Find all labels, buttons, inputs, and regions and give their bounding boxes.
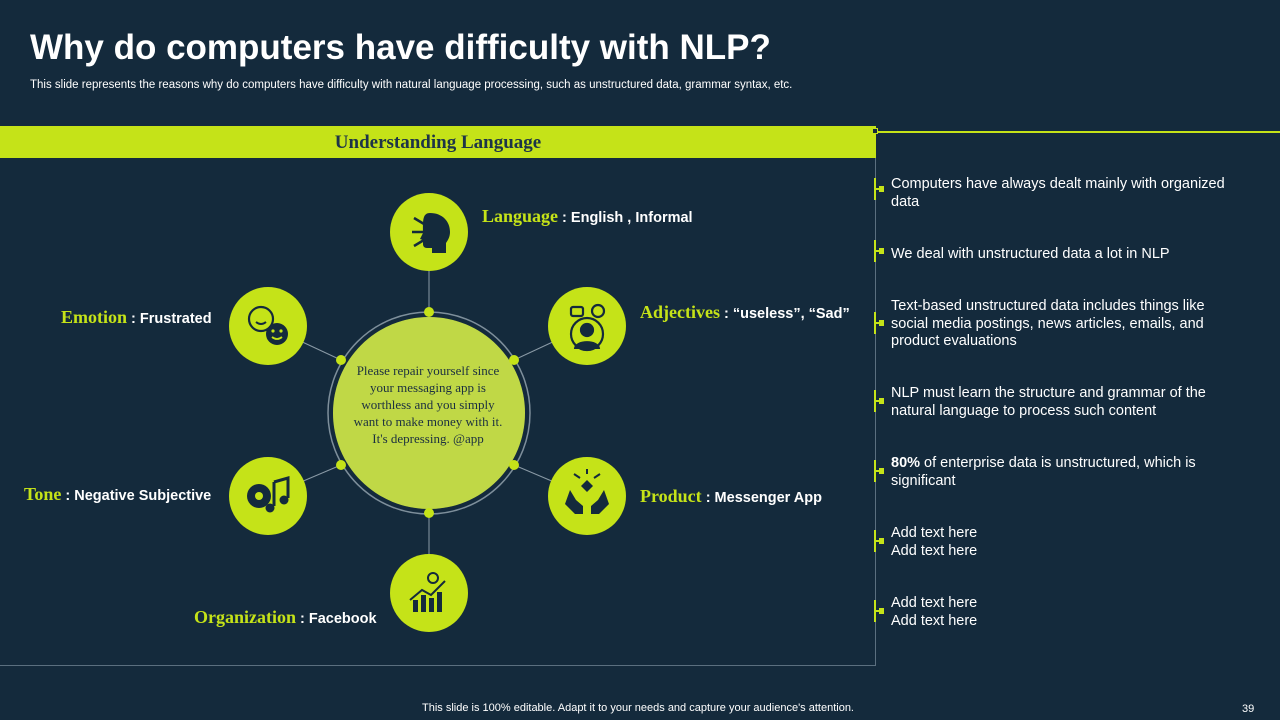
head-speaking-icon (412, 213, 450, 253)
hub-diagram (229, 193, 626, 632)
label-adjectives: Adjectives : “useless”, “Sad” (640, 302, 850, 323)
emotion-faces-icon (247, 305, 288, 345)
bullet-marker (874, 390, 884, 412)
connector-dots (336, 307, 519, 518)
page-number: 39 (1242, 703, 1255, 715)
bullet-5-text: of enterprise data is unstructured, whic… (891, 455, 1196, 489)
header-corner-dot (872, 128, 878, 134)
label-adjectives-value: : “useless”, “Sad” (719, 306, 850, 322)
growth-chart-icon (409, 572, 446, 612)
bullet-marker (874, 600, 884, 622)
bullet-5-highlight: 80% (891, 455, 921, 471)
label-emotion: Emotion : Frustrated (61, 307, 212, 328)
node-emotion (229, 287, 307, 365)
label-emotion-key: Emotion (61, 307, 128, 327)
label-language-key: Language (482, 206, 559, 226)
label-tone-key: Tone (24, 484, 62, 504)
label-product: Product : Messenger App (640, 486, 822, 507)
bullet-marker (874, 240, 884, 262)
label-language-value: : English , Informal (558, 210, 693, 226)
bullet-marker (874, 530, 884, 552)
center-quote: Please repair yourself since your messag… (353, 363, 503, 446)
center-circle (333, 317, 525, 509)
label-adjectives-key: Adjectives (640, 302, 720, 322)
bullet-6: Add text here Add text here (891, 525, 978, 559)
panel-header-bar (0, 126, 876, 158)
slide-title: Why do computers have difficulty with NL… (30, 28, 771, 67)
node-adjectives (548, 287, 626, 365)
bullet-4: NLP must learn the structure and grammar… (891, 385, 1206, 419)
slide-footer: This slide is 100% editable. Adapt it to… (422, 702, 854, 714)
bullet-marker (874, 178, 884, 200)
bullet-5: 80% of enterprise data is unstructured, … (891, 455, 1231, 490)
node-tone (229, 457, 307, 535)
node-product (548, 457, 626, 535)
music-note-icon (247, 476, 290, 513)
label-organization-key: Organization (194, 607, 296, 627)
label-organization-value: : Facebook (296, 611, 377, 627)
label-emotion-value: : Frustrated (127, 311, 212, 327)
bullet-marker (874, 460, 884, 482)
panel-header-label: Understanding Language (334, 132, 542, 153)
label-product-value: : Messenger App (701, 490, 822, 506)
label-tone-value: : Negative Subjective (61, 488, 212, 504)
node-organization (390, 554, 468, 632)
bullet-marker (874, 312, 884, 334)
label-organization: Organization : Facebook (194, 607, 377, 628)
slide-subtitle: This slide represents the reasons why do… (30, 79, 793, 91)
bullet-3: Text-based unstructured data includes th… (891, 298, 1205, 349)
hands-gift-icon (565, 469, 609, 514)
bullet-1: Computers have always dealt mainly with … (891, 176, 1225, 210)
label-language: Language : English , Informal (482, 206, 693, 227)
label-tone: Tone : Negative Subjective (24, 484, 211, 505)
label-product-key: Product (640, 486, 702, 506)
node-language (390, 193, 468, 271)
header-extension-line (876, 131, 1280, 133)
bullet-7: Add text here Add text here (891, 595, 978, 629)
person-speech-icon (569, 303, 606, 352)
bullet-2: We deal with unstructured data a lot in … (891, 246, 1170, 262)
